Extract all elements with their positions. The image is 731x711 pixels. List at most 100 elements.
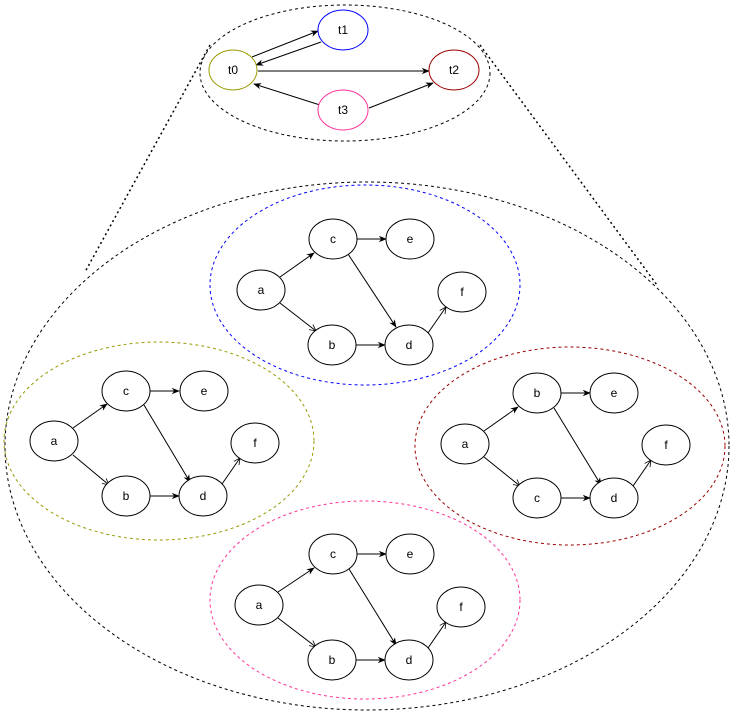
edge-c-d xyxy=(348,568,397,646)
node-shape xyxy=(307,639,357,681)
node-label: c xyxy=(534,491,540,505)
cluster-red: a b e c d f xyxy=(414,346,726,546)
node-t0: t0 xyxy=(208,49,258,91)
node-label: d xyxy=(406,653,413,667)
node-label: e xyxy=(611,386,618,400)
cluster-olive-boundary xyxy=(3,341,315,541)
node-label: c xyxy=(330,232,336,246)
cluster-olive-node-d: d xyxy=(178,475,228,517)
node-t2-label: t2 xyxy=(449,63,459,77)
cluster-pink-node-e: e xyxy=(385,533,435,575)
node-label: f xyxy=(664,438,668,452)
cluster-olive: a c e b d f xyxy=(3,341,315,541)
cluster-blue-boundary xyxy=(209,184,521,386)
node-label: c xyxy=(330,547,336,561)
edge-a-c xyxy=(72,403,108,429)
node-label: d xyxy=(406,338,413,352)
edge-t1-t0 xyxy=(255,41,322,66)
edge-d-f xyxy=(221,458,240,485)
node-shape xyxy=(307,324,357,366)
node-shape xyxy=(437,271,487,313)
cluster-blue-node-d: d xyxy=(384,324,434,366)
node-label: a xyxy=(256,598,263,612)
cluster-blue-node-f: f xyxy=(437,271,487,313)
cluster-olive-node-b: b xyxy=(101,475,151,517)
node-t0-label: t0 xyxy=(228,63,238,77)
node-label: b xyxy=(534,386,541,400)
edge-a-c xyxy=(279,252,315,278)
node-label: b xyxy=(329,338,336,352)
zoomed-container-ellipse xyxy=(4,181,730,711)
cluster-blue-node-a: a xyxy=(236,269,286,311)
node-label: a xyxy=(462,437,469,451)
node-label: f xyxy=(253,436,257,450)
zoom-connector-left xyxy=(84,44,211,273)
cluster-red-node-b: b xyxy=(512,372,562,414)
node-shape xyxy=(308,218,358,260)
edge-a-b xyxy=(72,454,109,485)
cluster-red-node-e: e xyxy=(589,372,639,414)
cluster-red-node-a: a xyxy=(440,423,490,465)
node-label: d xyxy=(611,491,618,505)
node-t3-label: t3 xyxy=(338,103,348,117)
edge-b-d xyxy=(553,407,602,486)
cluster-olive-node-f: f xyxy=(230,422,280,464)
node-shape xyxy=(589,477,639,519)
node-t0-shape xyxy=(208,49,258,91)
cluster-pink-edges xyxy=(277,550,446,664)
cluster-pink-boundary xyxy=(209,500,521,700)
edge-a-c xyxy=(483,456,520,486)
edge-a-b xyxy=(483,406,519,432)
node-label: d xyxy=(200,489,207,503)
cluster-red-node-c: c xyxy=(512,477,562,519)
node-label: b xyxy=(123,489,130,503)
cluster-olive-edges xyxy=(72,387,240,500)
node-shape xyxy=(179,370,229,412)
cluster-olive-node-a: a xyxy=(29,420,79,462)
node-shape xyxy=(236,269,286,311)
cluster-pink: a c e b d f xyxy=(209,500,521,700)
node-shape xyxy=(385,218,435,260)
cluster-blue-edges xyxy=(279,235,446,349)
edge-t3-t2 xyxy=(368,82,434,109)
zoom-connector-right xyxy=(479,44,658,286)
node-label: e xyxy=(407,232,414,246)
edge-a-b xyxy=(279,302,316,331)
edge-t0-t1 xyxy=(251,30,319,58)
cluster-red-node-f: f xyxy=(641,424,691,466)
cluster-red-edges xyxy=(483,389,651,502)
node-label: a xyxy=(51,434,58,448)
node-shape xyxy=(384,324,434,366)
node-t1: t1 xyxy=(317,9,369,51)
node-shape xyxy=(436,586,486,628)
edge-t3-t0 xyxy=(253,83,321,106)
cluster-blue: a c e b d f xyxy=(209,184,521,386)
node-shape xyxy=(440,423,490,465)
edge-a-b xyxy=(277,617,316,647)
cluster-pink-node-f: f xyxy=(436,586,486,628)
edge-d-f xyxy=(632,460,651,487)
cluster-blue-node-e: e xyxy=(385,218,435,260)
node-shape xyxy=(384,639,434,681)
node-label: f xyxy=(460,285,464,299)
node-t2-shape xyxy=(428,49,480,91)
cluster-red-node-d: d xyxy=(589,477,639,519)
node-shape xyxy=(512,372,562,414)
cluster-pink-node-d: d xyxy=(384,639,434,681)
cluster-olive-node-e: e xyxy=(179,370,229,412)
node-shape xyxy=(230,422,280,464)
cluster-pink-node-b: b xyxy=(307,639,357,681)
cluster-blue-node-c: c xyxy=(308,218,358,260)
node-t3: t3 xyxy=(317,89,369,131)
node-t3-shape xyxy=(317,89,369,131)
cluster-pink-node-c: c xyxy=(308,533,358,575)
cluster-pink-node-a: a xyxy=(234,584,284,626)
edge-d-f xyxy=(427,622,446,649)
edge-a-c xyxy=(277,567,315,593)
node-label: c xyxy=(123,384,129,398)
node-shape xyxy=(512,477,562,519)
node-shape xyxy=(641,424,691,466)
node-shape xyxy=(178,475,228,517)
edge-c-d xyxy=(143,404,191,483)
